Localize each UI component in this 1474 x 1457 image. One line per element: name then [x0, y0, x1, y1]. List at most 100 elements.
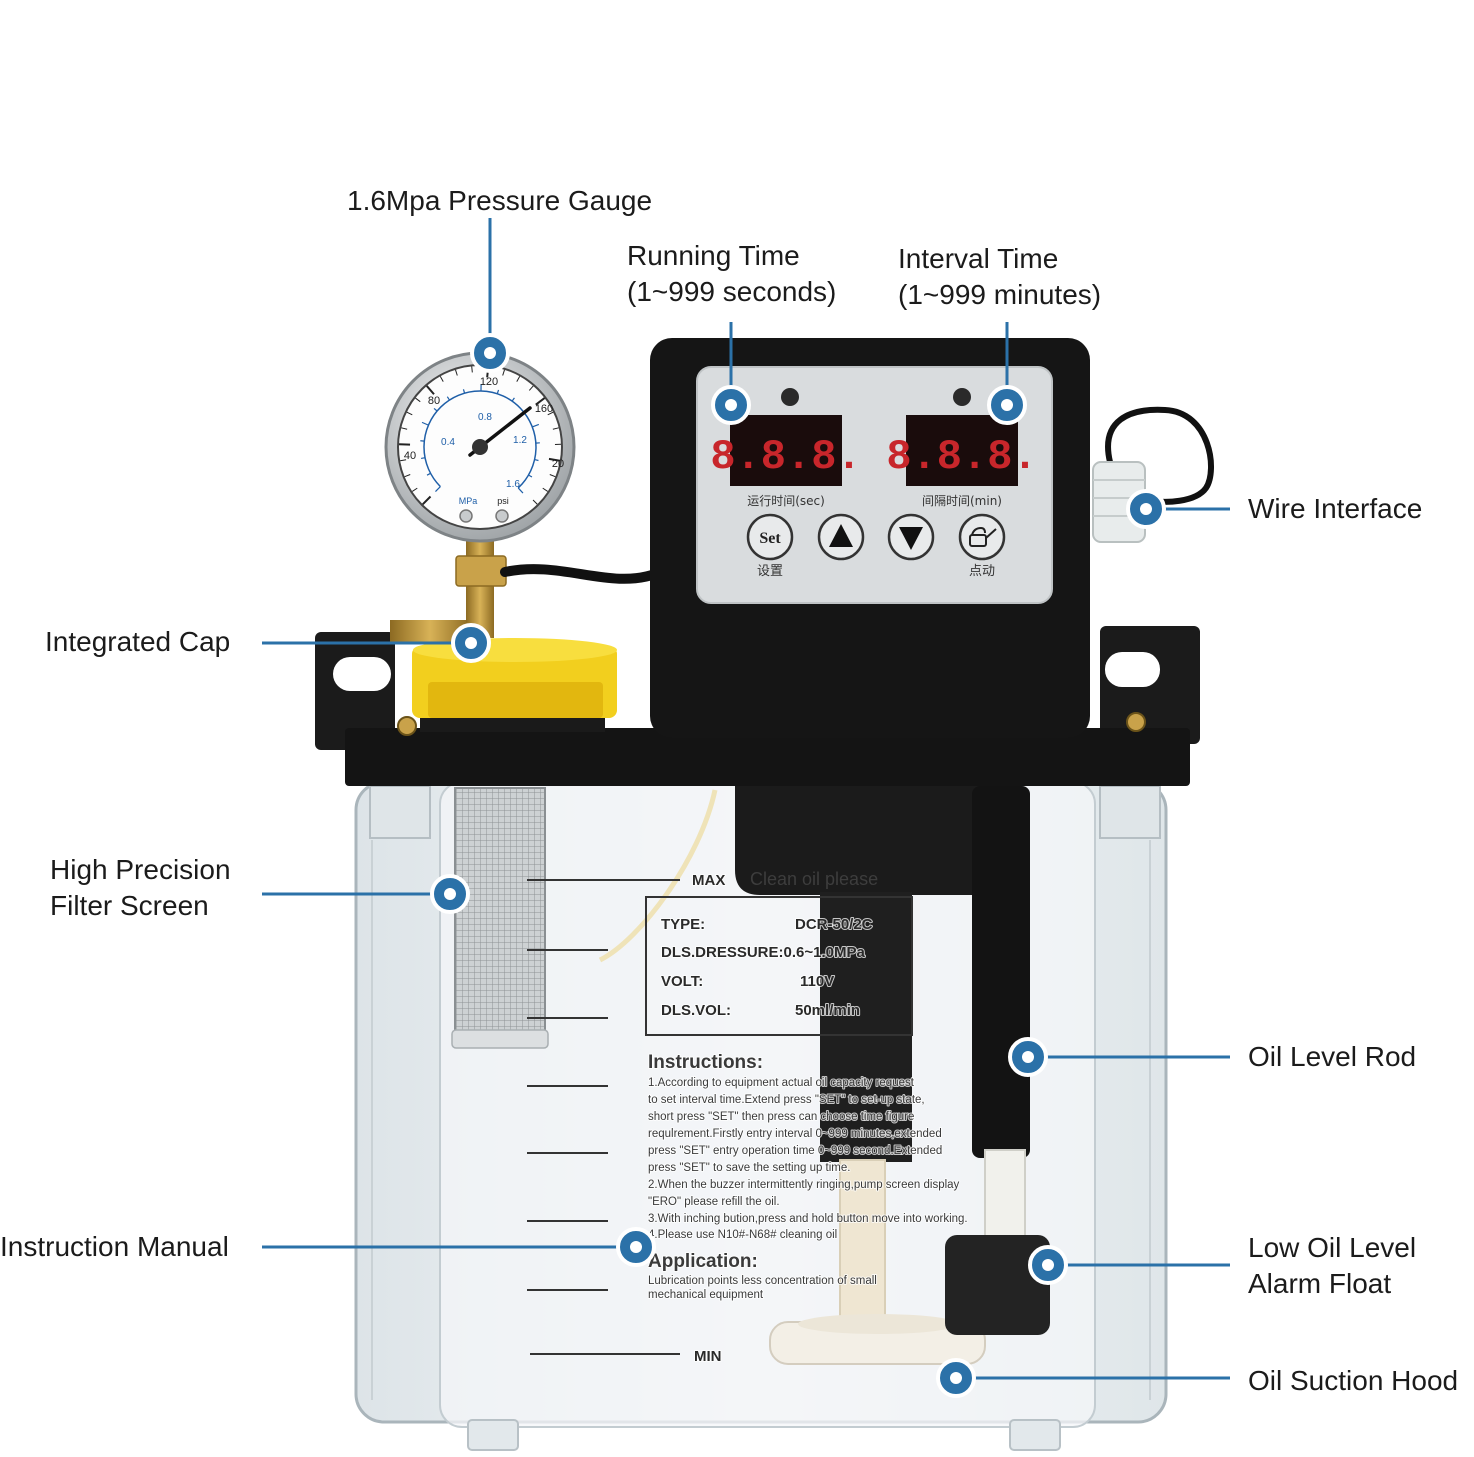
pressure-gauge: 40 80 120 160 20 0.4 0.8 1.2 1.6 MPa psi [384, 351, 576, 543]
min-mark: MIN [694, 1348, 722, 1365]
interval-time-label: 间隔时间(min) [922, 494, 1002, 508]
up-arrow-icon [829, 524, 853, 547]
label-integrated-cap: Integrated Cap [45, 624, 230, 660]
jog-key [958, 513, 1006, 561]
label-interval-time: Interval Time (1~999 minutes) [898, 241, 1101, 313]
gauge-hub [472, 439, 488, 455]
gauge-tick [542, 487, 549, 492]
label-line: Filter Screen [50, 890, 209, 921]
callout-leaders [262, 218, 1230, 1380]
callout-dots [430, 333, 1166, 1398]
callout-dot [1126, 489, 1166, 529]
max-mark: MAX [692, 872, 725, 889]
label-alarm-float: Low Oil Level Alarm Float [1248, 1230, 1416, 1302]
gauge-tick [439, 376, 444, 382]
integrated-cap [412, 638, 617, 732]
gauge-psi-label: 40 [404, 450, 416, 462]
label-text: Instruction Manual [0, 1231, 229, 1262]
oil-tank [354, 780, 1168, 1451]
gauge-mpa-tick [446, 396, 451, 401]
spec-volt-value: 110V [800, 973, 834, 990]
label-text: Integrated Cap [45, 626, 231, 657]
instruction-line: 3.With inching bution,press and hold but… [648, 1213, 968, 1225]
instruction-line: 1.According to equipment actual oil capa… [648, 1077, 915, 1089]
gauge-tick [552, 427, 559, 430]
pump-tube [820, 892, 912, 1162]
label-text: Wire Interface [1248, 493, 1423, 524]
oil-can-icon [969, 526, 997, 547]
tank-post-right [1099, 785, 1161, 839]
callout-dot [711, 385, 751, 425]
running-time-display [730, 415, 842, 486]
gauge-tick [547, 411, 554, 416]
label-text: 1.6Mpa Pressure Gauge [347, 185, 653, 216]
label-line: Interval Time [898, 243, 1059, 274]
gauge-tick [401, 427, 408, 430]
set-key-label: Set [759, 530, 781, 547]
gauge-psi-label: 80 [428, 395, 440, 407]
gauge-tick [549, 474, 556, 478]
alarm-float [945, 1235, 1050, 1335]
application-line: mechanical equipment [648, 1289, 764, 1301]
pump-cylinder [735, 786, 1000, 895]
gauge-mpa-label: 0.8 [478, 412, 492, 423]
label-line: Low Oil Level [1248, 1232, 1417, 1263]
cylinder-text: Clean oil please [750, 869, 878, 889]
gauge-tick [532, 499, 538, 505]
application-line: Lubrication points less concentration of… [648, 1275, 877, 1287]
set-key-caption: 设置 [757, 564, 783, 579]
gauge-tick [411, 487, 418, 492]
callout-dot [987, 385, 1027, 425]
return-tube [598, 789, 718, 963]
instruction-line: short press "SET" then press can choose … [648, 1111, 914, 1123]
level-scale [527, 879, 680, 1355]
suction-tube [839, 1159, 886, 1331]
instruction-line: to set interval time.Extend press "SET" … [648, 1094, 925, 1106]
spec-type-value: DCR-50/2C [795, 916, 873, 933]
instruction-text: Instructions: 1.According to equipment a… [647, 1051, 969, 1302]
tank-post-left [369, 785, 431, 839]
oil-hose [500, 564, 660, 584]
callout-dot [430, 874, 470, 914]
callout-dot [470, 333, 510, 373]
running-display-digits: 8.8.8. [710, 433, 861, 481]
pump-assembly: Clean oil please [735, 786, 1000, 1365]
label-line: High Precision [50, 854, 231, 885]
label-filter-screen: High Precision Filter Screen [50, 852, 231, 924]
gauge-tick [502, 369, 505, 376]
instruction-line: "ERO" please refill the oil. [648, 1196, 780, 1208]
power-cable [1105, 406, 1214, 505]
spec-volt-key: VOLT: [661, 973, 703, 990]
status-led [781, 388, 799, 406]
spec-pressure: DLS.DRESSURE:0.6~1.0MPa [661, 944, 865, 961]
down-arrow-icon [899, 527, 923, 550]
gauge-psi-label: 160 [535, 403, 553, 415]
top-plate [345, 728, 1190, 786]
label-wire-interface: Wire Interface [1248, 491, 1422, 527]
gauge-tick [426, 385, 435, 395]
gauge-mpa-tick [496, 389, 500, 394]
spec-vol-key: DLS.VOL: [661, 1002, 731, 1019]
gauge-mpa-tick [532, 423, 540, 428]
gauge-fitting [390, 538, 660, 642]
gauge-tick [415, 397, 421, 403]
callout-dot [451, 623, 491, 663]
spec-plate: TYPE: DCR-50/2C DLS.DRESSURE:0.6~1.0MPa … [645, 896, 913, 1036]
gauge-unit-mpa: MPa [459, 496, 478, 506]
spec-type-key: TYPE: [661, 916, 705, 933]
label-text: Oil Level Rod [1248, 1041, 1417, 1072]
screw [1126, 712, 1146, 732]
gauge-mpa-tick [420, 457, 426, 460]
running-time-label: 运行时间(sec) [747, 494, 825, 508]
label-suction-hood: Oil Suction Hood [1248, 1363, 1458, 1399]
label-instruction-manual: Instruction Manual [0, 1229, 229, 1265]
application-title: Application: [648, 1251, 758, 1272]
gauge-mpa-tick [511, 397, 515, 402]
gauge-mpa-tick [517, 487, 524, 494]
gauge-mpa-tick [433, 407, 438, 412]
instruction-line: press "SET" entry operation time 0~999 s… [648, 1145, 942, 1157]
gauge-psi-label: 20 [552, 458, 564, 470]
callout-dot [1028, 1245, 1068, 1285]
tank-foot-left [467, 1419, 519, 1451]
